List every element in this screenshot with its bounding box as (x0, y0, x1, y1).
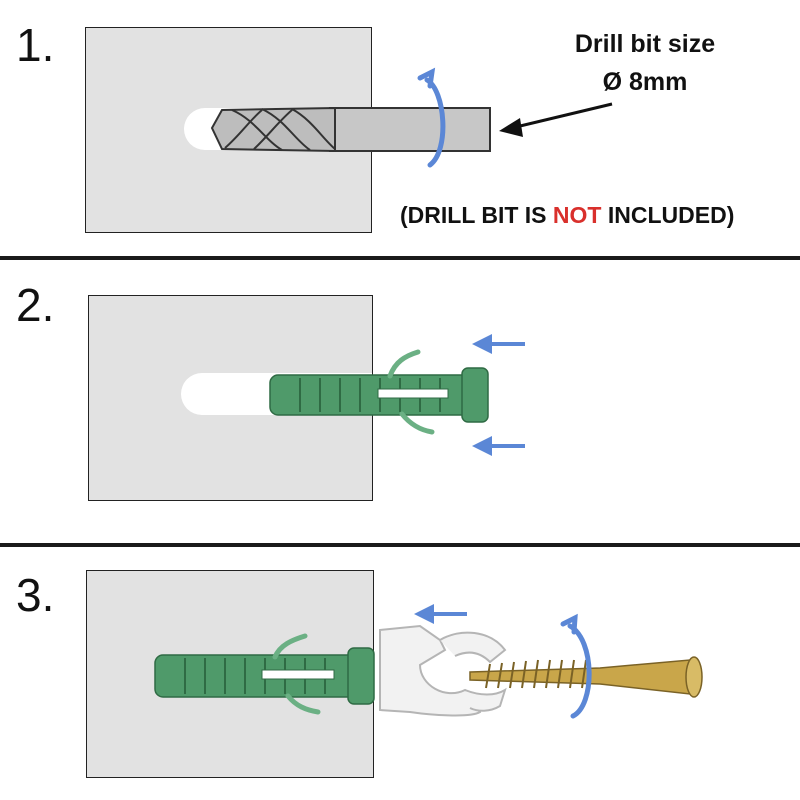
rotate-arrow-icon (417, 67, 446, 168)
notice-highlight: NOT (552, 202, 602, 228)
section-divider-2 (0, 543, 800, 547)
notice-suffix: INCLUDED) (601, 202, 735, 228)
step-1-number: 1. (16, 19, 55, 71)
wall-plug-step-3 (154, 633, 375, 715)
wall-plug-step-2 (269, 349, 489, 435)
step-3-number: 3. (16, 569, 55, 621)
drill-size-line1: Drill bit size (574, 30, 716, 58)
push-left-arrow-icon-lower (472, 436, 525, 456)
drill-bit-shank (329, 107, 491, 152)
notice-prefix: (DRILL BIT IS (400, 202, 553, 228)
rotate-arrow-icon-step-3 (560, 613, 592, 719)
screw (469, 656, 703, 698)
pipe-clip (379, 624, 507, 717)
notice-text: (DRILL BIT IS NOT INCLUDED) (400, 202, 790, 229)
push-left-arrow-icon-step-3 (414, 604, 467, 624)
drill-size-line2: Ø 8mm (602, 68, 688, 96)
step-2-number: 2. (16, 279, 55, 331)
section-divider-1 (0, 256, 800, 260)
push-left-arrow-icon (472, 334, 525, 354)
pointer-arrow-icon (499, 102, 613, 137)
